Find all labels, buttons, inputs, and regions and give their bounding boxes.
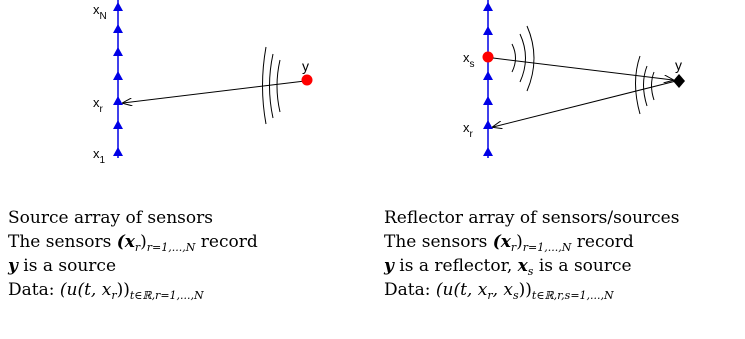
right-caption-line2: The sensors (xr)r=1,...,N record: [384, 232, 634, 254]
left-ray-arrow: [123, 80, 306, 103]
right-label-y: y: [675, 57, 682, 73]
right-reflected-ray: [493, 80, 677, 127]
left-wavefront: [262, 46, 267, 125]
left-wavefront: [276, 59, 281, 113]
sensor-triangle: [483, 120, 493, 129]
sensor-triangle: [113, 96, 123, 105]
right-caption-line1: Reflector array of sensors/sources: [384, 208, 680, 228]
left-caption-line1: Source array of sensors: [8, 208, 213, 228]
sensor-triangle: [113, 120, 123, 129]
sensor-triangle: [483, 71, 493, 80]
right-caption-line4: Data: (u(t, xr, xs))t∈ℝ,r,s=1,...,N: [384, 280, 614, 302]
sensor-triangle: [113, 71, 123, 80]
sensor-triangle: [483, 96, 493, 105]
left-figure: xN xr x1 y: [93, 0, 313, 166]
left-source-point: [301, 74, 313, 86]
right-incident-ray: [492, 57, 673, 80]
right-reflected-wavefront: [643, 65, 648, 107]
right-source-wavefront: [526, 25, 535, 92]
sensor-triangle: [483, 2, 493, 11]
left-caption-line4: Data: (u(t, xr))t∈ℝ,r=1,...,N: [8, 280, 204, 302]
sensor-triangle: [113, 2, 123, 11]
left-sensor-triangles: [113, 2, 123, 156]
right-reflector-point: [673, 74, 685, 88]
sensor-triangle: [113, 47, 123, 56]
right-source-point: [482, 51, 494, 63]
right-source-wavefront: [519, 33, 526, 83]
right-sensor-triangles: [483, 2, 493, 156]
left-caption-line3: y is a source: [8, 256, 117, 276]
right-source-wavefront: [511, 43, 516, 73]
left-label-y: y: [302, 58, 309, 74]
sensor-triangle: [483, 26, 493, 35]
right-label-xr: xr: [463, 120, 474, 140]
left-label-xN: xN: [93, 2, 107, 22]
sensor-triangle: [483, 147, 493, 156]
right-caption: Reflector array of sensors/sources The s…: [384, 206, 679, 302]
array-diagrams: xN xr x1 y xs xr y: [93, 0, 685, 166]
right-reflected-wavefront: [635, 55, 641, 115]
left-caption-line2: The sensors (xr)r=1,...,N record: [8, 232, 258, 254]
left-wavefront: [269, 53, 274, 119]
sensor-triangle: [113, 24, 123, 33]
left-label-x1: x1: [93, 146, 106, 166]
right-figure: xs xr y: [463, 0, 685, 158]
right-label-xs: xs: [463, 50, 475, 70]
sensor-triangle: [113, 147, 123, 156]
left-label-xr: xr: [93, 95, 104, 115]
right-reflected-wavefront: [651, 71, 655, 101]
right-caption-line3: y is a reflector, xs is a source: [384, 256, 632, 278]
left-caption: Source array of sensors The sensors (xr)…: [8, 206, 258, 302]
